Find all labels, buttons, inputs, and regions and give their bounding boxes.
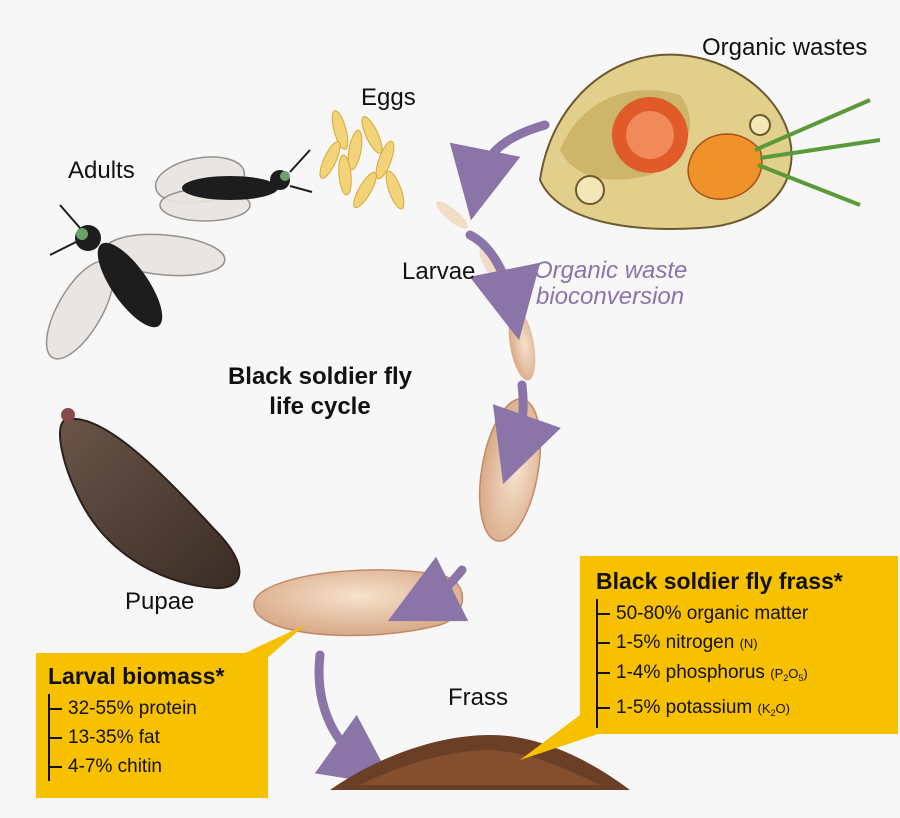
pupa-illustration: [60, 408, 239, 588]
organic-wastes-label: Organic wastes: [702, 34, 867, 62]
larval-biomass-callout: Larval biomass* 32-55% protein 13-35% fa…: [36, 653, 268, 798]
title-line2: life cycle: [190, 392, 450, 422]
pupae-label: Pupae: [125, 588, 194, 616]
larvae-label: Larvae: [402, 258, 475, 286]
frass-pile: [330, 735, 630, 790]
organic-wastes-illustration: [540, 55, 880, 229]
larval-biomass-heading: Larval biomass*: [48, 663, 268, 690]
larval-biomass-list: 32-55% protein 13-35% fat 4-7% chitin: [48, 694, 268, 781]
frass-item: 1-4% phosphorus (P2O5): [616, 658, 898, 693]
diagram-title: Black soldier fly life cycle: [190, 362, 450, 422]
larval-biomass-item: 4-7% chitin: [68, 752, 268, 781]
frass-item: 50-80% organic matter: [616, 599, 898, 628]
bioconversion-line1: Organic waste: [534, 258, 687, 284]
bioconversion-line2: bioconversion: [534, 284, 687, 310]
frass-composition-list: 50-80% organic matter 1-5% nitrogen (N) …: [596, 599, 898, 728]
adult-fly-top: [152, 150, 312, 221]
bioconversion-label: Organic waste bioconversion: [534, 258, 687, 310]
larval-biomass-item: 32-55% protein: [68, 694, 268, 723]
eggs-illustration: [316, 109, 407, 211]
phosphorus-formula: (P2O5): [770, 666, 808, 681]
nitrogen-formula: (N): [740, 636, 758, 651]
frass-item: 1-5% nitrogen (N): [616, 628, 898, 658]
larval-biomass-item: 13-35% fat: [68, 723, 268, 752]
eggs-label: Eggs: [361, 84, 416, 112]
frass-composition-callout: Black soldier fly frass* 50-80% organic …: [580, 556, 898, 734]
adults-label: Adults: [68, 157, 135, 185]
title-line1: Black soldier fly: [190, 362, 450, 392]
adult-fly-bottom: [33, 205, 226, 369]
frass-composition-heading: Black soldier fly frass*: [596, 568, 898, 595]
frass-label: Frass: [448, 684, 508, 712]
potassium-formula: (K2O): [758, 701, 791, 716]
frass-item: 1-5% potassium (K2O): [616, 693, 898, 728]
